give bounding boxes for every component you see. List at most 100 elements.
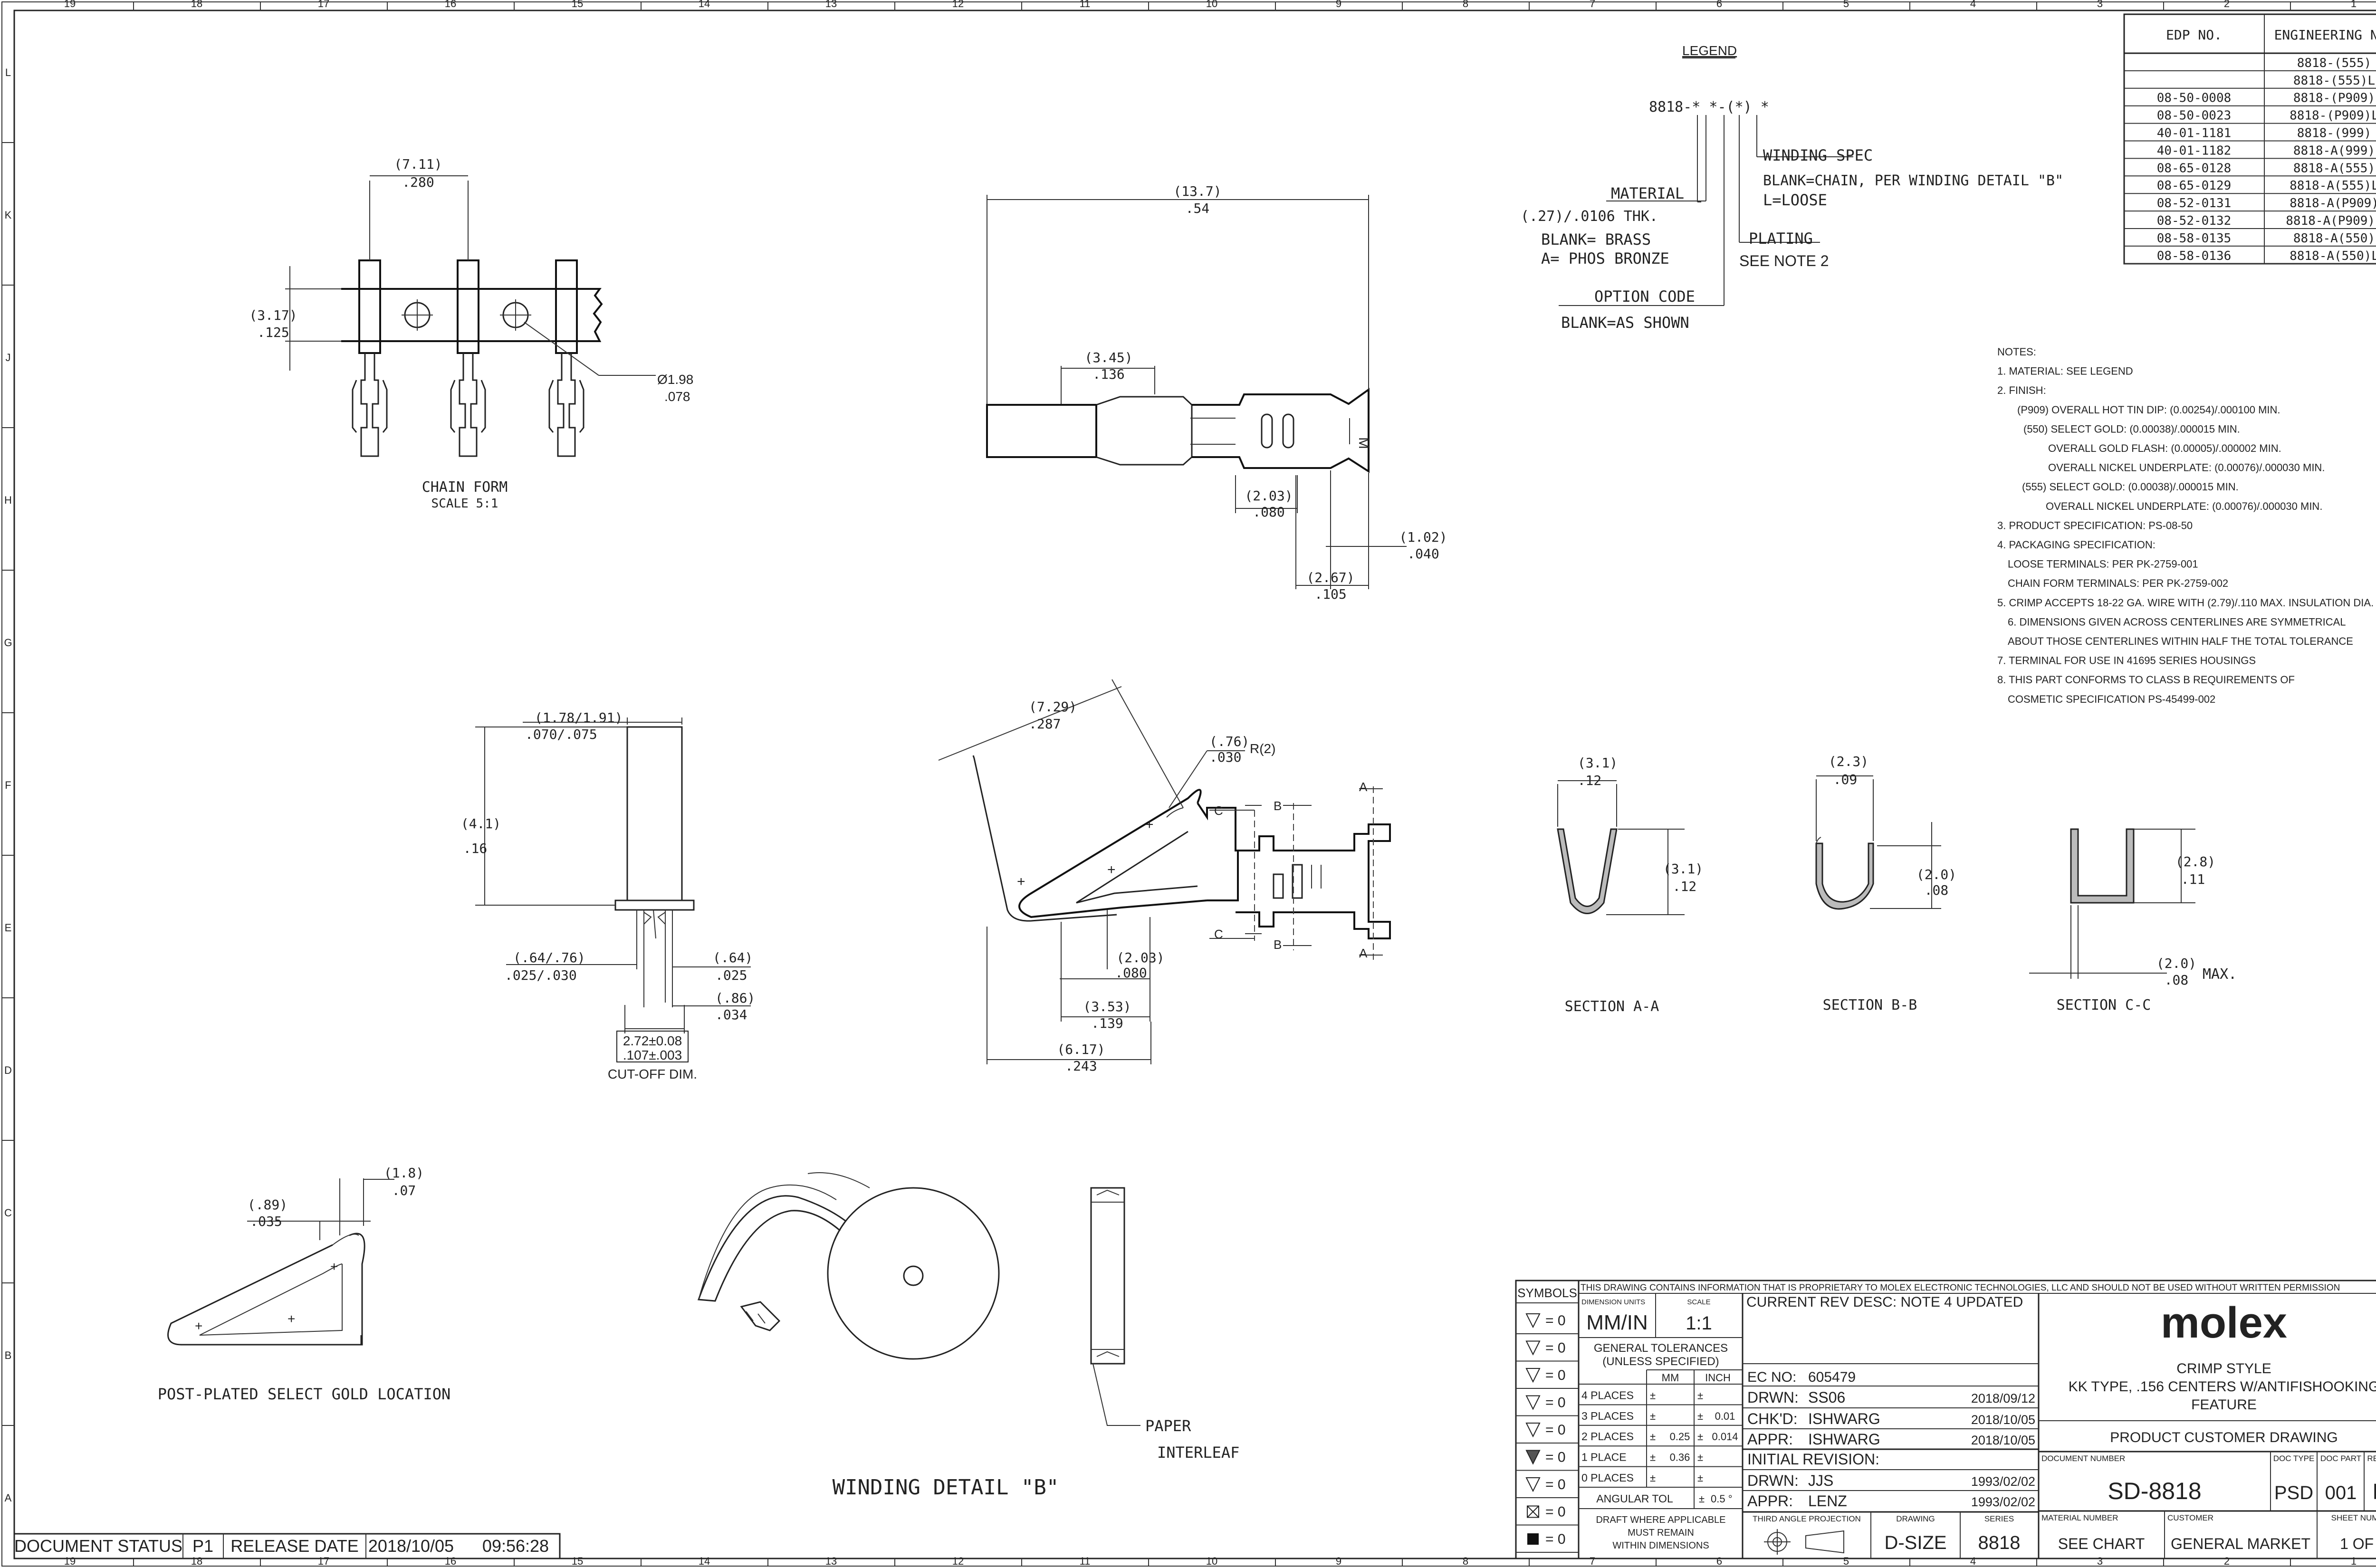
border-col-label: 7 <box>1590 1555 1595 1567</box>
doc-part: 001 <box>2325 1482 2357 1503</box>
engineering-no-cell: 8818-(P909) <box>2293 91 2375 105</box>
tol-inch-value: 0.014 <box>1712 1431 1738 1443</box>
dim-bb-height-mm: (2.0) <box>1916 867 1956 882</box>
engineering-no-cell: 8818-(555) <box>2297 56 2372 70</box>
dim-contact-width-in: .070/.075 <box>525 727 597 742</box>
tol-pm-inch: ± <box>1697 1452 1703 1463</box>
symbol-value: = 0 <box>1545 1504 1566 1520</box>
doc-number-label: DOCUMENT NUMBER <box>2041 1454 2125 1463</box>
border-col-label: 13 <box>825 0 837 10</box>
edp-cell: 08-65-0129 <box>2157 179 2232 193</box>
title-block: SYMBOLS = 0= 0= 0= 0= 0= 0= 0= 0= 0 THIS… <box>1515 1280 2376 1559</box>
dim-bb-height-in: .08 <box>1925 882 1949 898</box>
dim-radius-label: R(2) <box>1250 741 1275 756</box>
initial-drwn: JJS <box>1808 1472 1833 1489</box>
dim-cutoff-mm: 2.72±0.08 <box>623 1033 682 1048</box>
tol-row-label: 2 PLACES <box>1581 1430 1634 1443</box>
legend-option-blank: BLANK=AS SHOWN <box>1561 314 1689 332</box>
border-col-label: 2 <box>2224 1555 2230 1567</box>
dim-crimp-length-in: .139 <box>1091 1015 1123 1031</box>
svg-text:+: + <box>1017 874 1025 889</box>
winding-detail: PAPER INTERLEAF WINDING DETAIL "B" <box>697 1172 1239 1500</box>
third-angle-projection-icon <box>1764 1529 1844 1555</box>
dim-cc-thk-in: .08 <box>2165 972 2189 988</box>
dim-leg-gap-in: .025/.030 <box>505 967 577 983</box>
terminal-side-view: M (13.7) .54 (3.45) .136 (2.03) .080 (1.… <box>986 183 1447 602</box>
dim-leg-pitch-mm: (.86) <box>715 990 755 1006</box>
note-line: LOOSE TERMINALS: PER PK-2759-001 <box>2008 558 2198 570</box>
tol-mm-header: MM <box>1662 1372 1679 1384</box>
material-number-label: MATERIAL NUMBER <box>2041 1513 2118 1522</box>
edp-cell: 08-58-0135 <box>2157 231 2232 246</box>
border-col-label: 3 <box>2097 1555 2103 1567</box>
border-col-label: 12 <box>952 1555 964 1567</box>
note-line: COSMETIC SPECIFICATION PS-45499-002 <box>2008 693 2215 705</box>
dim-aa-height-in: .12 <box>1673 879 1697 894</box>
third-angle-label: THIRD ANGLE PROJECTION <box>1753 1514 1861 1523</box>
border-col-label: 16 <box>445 0 456 10</box>
dim-contact-width-mm: (1.78/1.91) <box>535 710 623 726</box>
note-line: (555) SELECT GOLD: (0.00038)/.000015 MIN… <box>2022 481 2239 493</box>
symbol-value: = 0 <box>1545 1450 1566 1465</box>
triangle-symbol-icon <box>1525 1313 1541 1329</box>
tol-row-label: 1 PLACE <box>1581 1451 1627 1463</box>
section-bb-label: SECTION B-B <box>1823 997 1917 1013</box>
scale-value: 1:1 <box>1686 1313 1712 1334</box>
border-col-label: 6 <box>1716 0 1722 10</box>
dim-contact-length-mm2: (4.1) <box>461 816 501 832</box>
product-customer-drawing: PRODUCT CUSTOMER DRAWING <box>2110 1430 2338 1445</box>
appr-date: 2018/10/05 <box>1971 1433 2035 1447</box>
symbol-value: = 0 <box>1545 1340 1566 1356</box>
dim-rear-length-in: .243 <box>1065 1058 1097 1074</box>
drawing-size: D-SIZE <box>1884 1532 1946 1553</box>
border-col-label: 18 <box>191 0 202 10</box>
border-col-label: 10 <box>1206 0 1217 10</box>
customer-label: CUSTOMER <box>2167 1513 2213 1522</box>
border-col-label: 11 <box>1080 0 1091 10</box>
engineering-no-cell: 8818-A(P909)L <box>2286 214 2376 228</box>
note-line: 3. PRODUCT SPECIFICATION: PS-08-50 <box>1997 519 2193 531</box>
section-marker-c-top: C <box>1214 803 1223 818</box>
border-row-ticks <box>2 142 14 1426</box>
tol-pm-inch: ± <box>1697 1389 1703 1401</box>
legend-plating-note: SEE NOTE 2 <box>1739 252 1829 269</box>
dim-cc-thk-mm: (2.0) <box>2156 956 2196 971</box>
dim-slot-pitch-in: .080 <box>1253 504 1284 520</box>
tol-pm-mm: ± <box>1650 1472 1656 1484</box>
border-col-label: 6 <box>1716 1555 1722 1567</box>
dim-pp-width-mm: (.89) <box>248 1197 287 1213</box>
filled-triangle-icon <box>1525 1450 1541 1465</box>
customer: GENERAL MARKET <box>2171 1535 2310 1552</box>
section-marker-a-bottom: A <box>1359 946 1368 960</box>
dimension-units-label: DIMENSION UNITS <box>1581 1298 1645 1306</box>
edp-cell: 40-01-1182 <box>2157 143 2232 158</box>
border-row-label: K <box>5 209 12 221</box>
tol-mm-value: 0.36 <box>1670 1452 1690 1463</box>
triangle-symbol-icon <box>1525 1368 1541 1383</box>
drwn: SS06 <box>1808 1389 1845 1406</box>
engineering-no-cell: 8818-(P909)L <box>2290 109 2376 123</box>
edp-cell: 08-58-0136 <box>2157 249 2232 263</box>
ec-no: 605479 <box>1808 1369 1856 1385</box>
note-line: NOTES: <box>1997 346 2036 358</box>
appr-label: APPR: <box>1747 1431 1793 1448</box>
section-marker-b-bottom: B <box>1274 937 1282 952</box>
chain-form-label: CHAIN FORM <box>422 479 508 496</box>
edp-cell: 08-52-0131 <box>2157 196 2232 210</box>
dim-cc-height-in: .11 <box>2181 871 2205 887</box>
tol-mm-value: 0.25 <box>1670 1431 1690 1443</box>
material-number: SEE CHART <box>2058 1535 2145 1552</box>
border-col-label: 4 <box>1970 1555 1976 1567</box>
symbol-value: = 0 <box>1545 1313 1566 1329</box>
section-a-a: (3.1) .12 (3.1) .12 SECTION A-A <box>1557 755 1703 1015</box>
dim-chain-pitch-mm: (7.11) <box>394 156 442 172</box>
molex-logo: molex <box>2161 1299 2287 1347</box>
border-col-label: 9 <box>1336 0 1341 10</box>
initial-appr: LENZ <box>1808 1492 1847 1510</box>
section-c-c: (2.8) .11 (2.0) .08 MAX. SECTION C-C <box>2029 828 2237 1013</box>
initial-drwn-label: DRWN: <box>1747 1472 1799 1489</box>
angular-tol-pm: ± <box>1699 1493 1705 1505</box>
dim-body-length-in: .136 <box>1092 366 1124 382</box>
